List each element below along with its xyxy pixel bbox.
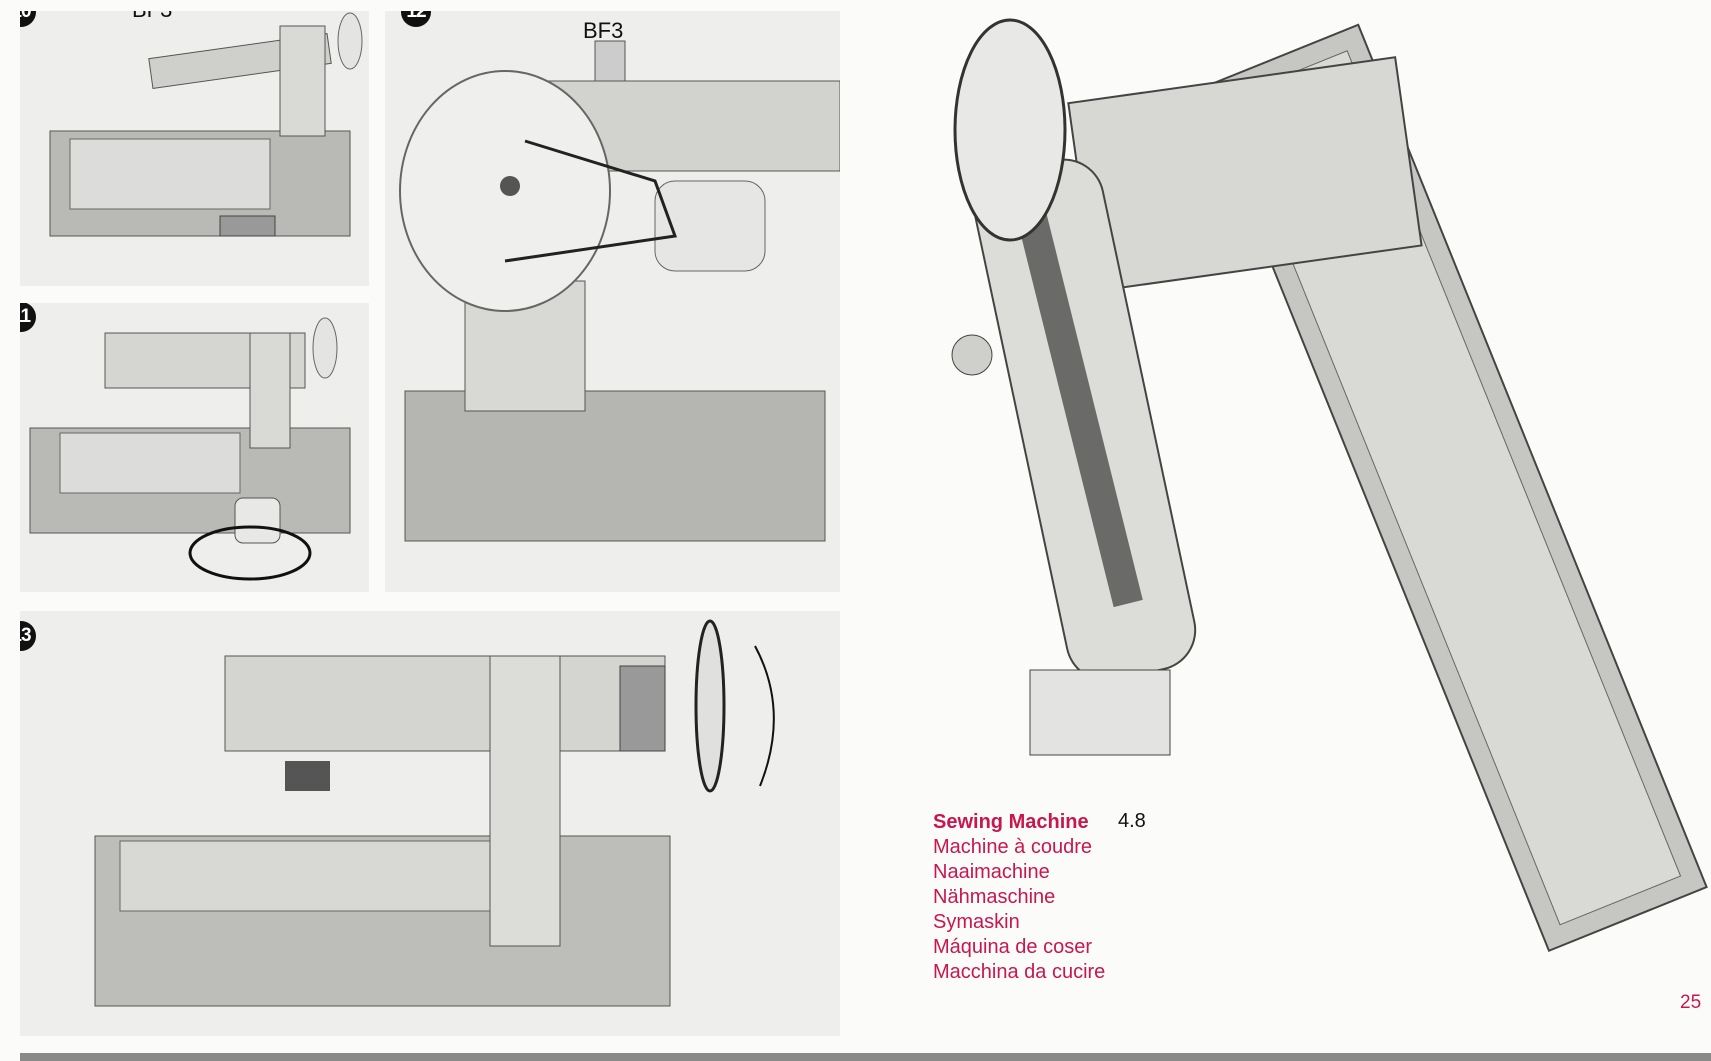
step-number-11: 11 bbox=[20, 303, 36, 332]
step-11-photo: 11 bbox=[20, 303, 369, 592]
callout-bf3-step-10: BF3 bbox=[132, 11, 172, 23]
model-caption: Sewing Machine Machine à coudre Naaimach… bbox=[933, 810, 1105, 985]
caption-translation-italian: Macchina da cucire bbox=[933, 961, 1106, 983]
callout-bf3-step-12: BF3 bbox=[583, 18, 624, 43]
caption-translation-german: Nähmaschine bbox=[933, 886, 1056, 908]
caption-translation-dutch: Naaimachine bbox=[933, 861, 1050, 883]
step-13-photo: 13 bbox=[20, 611, 840, 1036]
page-number: 25 bbox=[1680, 992, 1702, 1013]
caption-translation-danish: Symaskin bbox=[933, 911, 1020, 933]
caption-translation-spanish: Máquina de coser bbox=[933, 936, 1092, 958]
completed-sewing-machine-photo bbox=[951, 18, 1708, 953]
step-10-photo: 10 BF3 bbox=[20, 11, 369, 286]
sewing-machine-step-10-illustration bbox=[49, 12, 363, 237]
step-12-photo: 12 BF3 bbox=[385, 11, 840, 592]
step-number-12: 12 bbox=[401, 11, 431, 27]
sewing-machine-step-11-illustration bbox=[29, 317, 351, 581]
sewing-machine-step-13-illustration bbox=[94, 619, 775, 1007]
model-code: 4.8 bbox=[1118, 810, 1146, 832]
sewing-machine-step-12-illustration bbox=[399, 40, 840, 542]
caption-translation-french: Machine à coudre bbox=[933, 836, 1092, 858]
page-edge-shadow bbox=[20, 1053, 1711, 1061]
step-number-13: 13 bbox=[20, 621, 36, 651]
caption-title: Sewing Machine bbox=[933, 811, 1089, 833]
